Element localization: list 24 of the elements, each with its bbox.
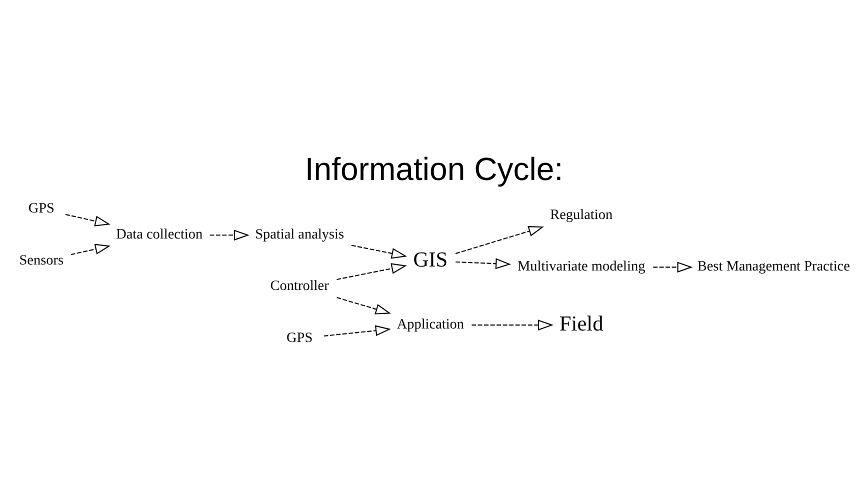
node-text: Multivariate modeling	[518, 258, 646, 274]
node-text: GPS	[286, 329, 313, 346]
node-text: Sensors	[19, 252, 64, 268]
node-text: Best Management Practice	[697, 258, 850, 274]
node-text: Data collection	[116, 226, 203, 242]
arrow	[65, 213, 110, 226]
node-text: GIS	[413, 246, 448, 271]
node-text: Application	[396, 316, 464, 332]
node-text: Field	[559, 311, 604, 336]
arrow	[456, 258, 512, 269]
node-text: Controller	[270, 278, 329, 294]
arrow	[324, 324, 391, 336]
arrow	[472, 319, 554, 330]
arrow	[653, 261, 693, 272]
node-text: GPS	[28, 200, 54, 216]
arrow	[351, 244, 408, 258]
arrow	[336, 296, 391, 314]
arrow	[70, 243, 111, 255]
diagram-title: Information Cycle:	[304, 150, 564, 186]
arrow	[455, 225, 544, 254]
arrow	[210, 229, 250, 240]
node-text: Spatial analysis	[255, 226, 344, 242]
node-text: Regulation	[550, 206, 613, 222]
arrow	[336, 262, 407, 280]
